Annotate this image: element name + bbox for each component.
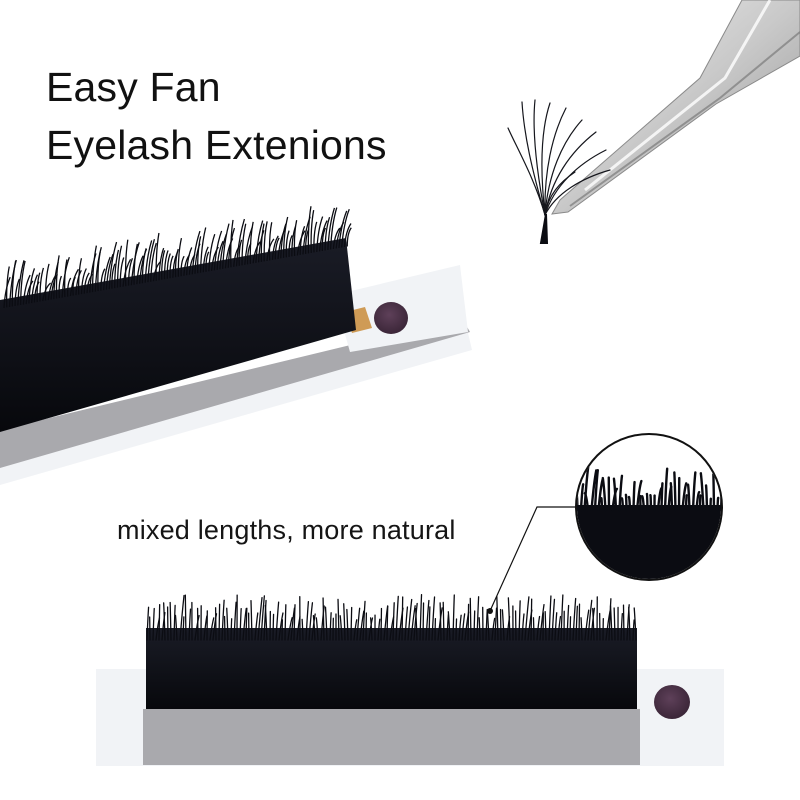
color-dot-bottom [654,685,690,719]
callout-caption: mixed lengths, more natural [117,515,456,545]
callout-leader-line [489,506,577,612]
callout-dot [487,608,493,614]
lash-strip-top [0,206,472,485]
color-dot-top [374,302,408,334]
zoom-callout [487,433,723,614]
title-line-2: Eyelash Extenions [46,122,387,168]
lash-fan-image [507,99,611,244]
lash-strip-bottom [96,594,724,766]
tweezers-image [551,0,800,215]
title-line-1: Easy Fan [46,64,221,110]
product-title: Easy Fan Eyelash Extenions [46,58,387,174]
